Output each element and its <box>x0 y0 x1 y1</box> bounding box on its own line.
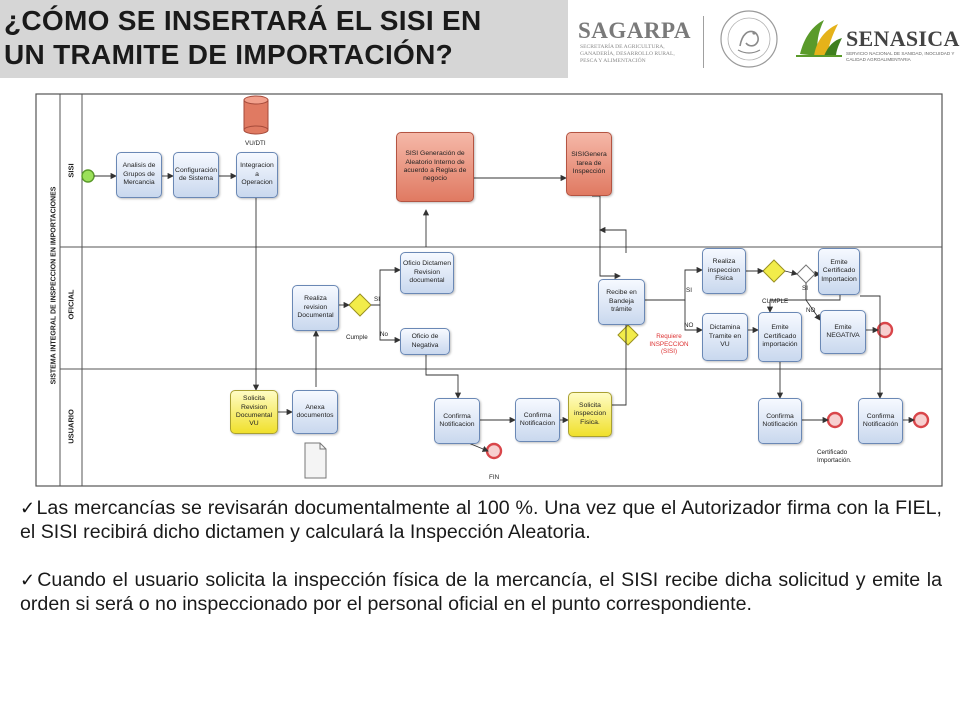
gateway-requiere-inspeccion-icon <box>617 324 639 346</box>
senasica-logo: SENASICA <box>846 26 960 51</box>
logo-header: SAGARPA SECRETARÍA DE AGRICULTURA, GANAD… <box>568 0 960 80</box>
document-icon <box>304 442 327 479</box>
senasica-subtitle: SERVICIO NACIONAL DE SANIDAD, INOCUIDAD … <box>846 51 955 62</box>
checkmark-icon: ✓ <box>20 570 37 590</box>
start-event-icon <box>81 169 95 183</box>
bullet-list: ✓Las mercancías se revisarán documentalm… <box>20 496 942 616</box>
bullet-1: ✓Las mercancías se revisarán documentalm… <box>20 496 942 544</box>
mexico-seal-icon <box>720 10 778 68</box>
end-event-certificado-icon <box>826 411 844 429</box>
end-event-fin-icon <box>485 442 503 460</box>
bullet-2: ✓Cuando el usuario solicita la inspecció… <box>20 568 942 616</box>
page-title-line-1: ¿CÓMO SE INSERTARÁ EL SISI EN <box>4 5 482 36</box>
title-banner: ¿CÓMO SE INSERTARÁ EL SISI EN UN TRAMITE… <box>0 0 568 78</box>
checkmark-icon: ✓ <box>20 498 36 518</box>
senasica-plant-icon <box>796 20 842 57</box>
gateway-cumple-documental-icon <box>348 293 372 317</box>
sagarpa-subtitle: SECRETARÍA DE AGRICULTURA, GANADERÍA, DE… <box>580 44 675 64</box>
gateway-cumple-fisica-icon <box>762 259 786 283</box>
logo-divider <box>703 16 704 68</box>
sagarpa-logo: SAGARPA <box>578 18 691 43</box>
bullet-2-text: Cuando el usuario solicita la inspección… <box>20 569 942 615</box>
end-event-final-icon <box>912 411 930 429</box>
page-title-line-2: UN TRAMITE DE IMPORTACIÓN? <box>4 39 454 70</box>
bullet-1-text: Las mercancías se revisarán documentalme… <box>20 497 943 543</box>
datastore-icon <box>243 95 269 135</box>
